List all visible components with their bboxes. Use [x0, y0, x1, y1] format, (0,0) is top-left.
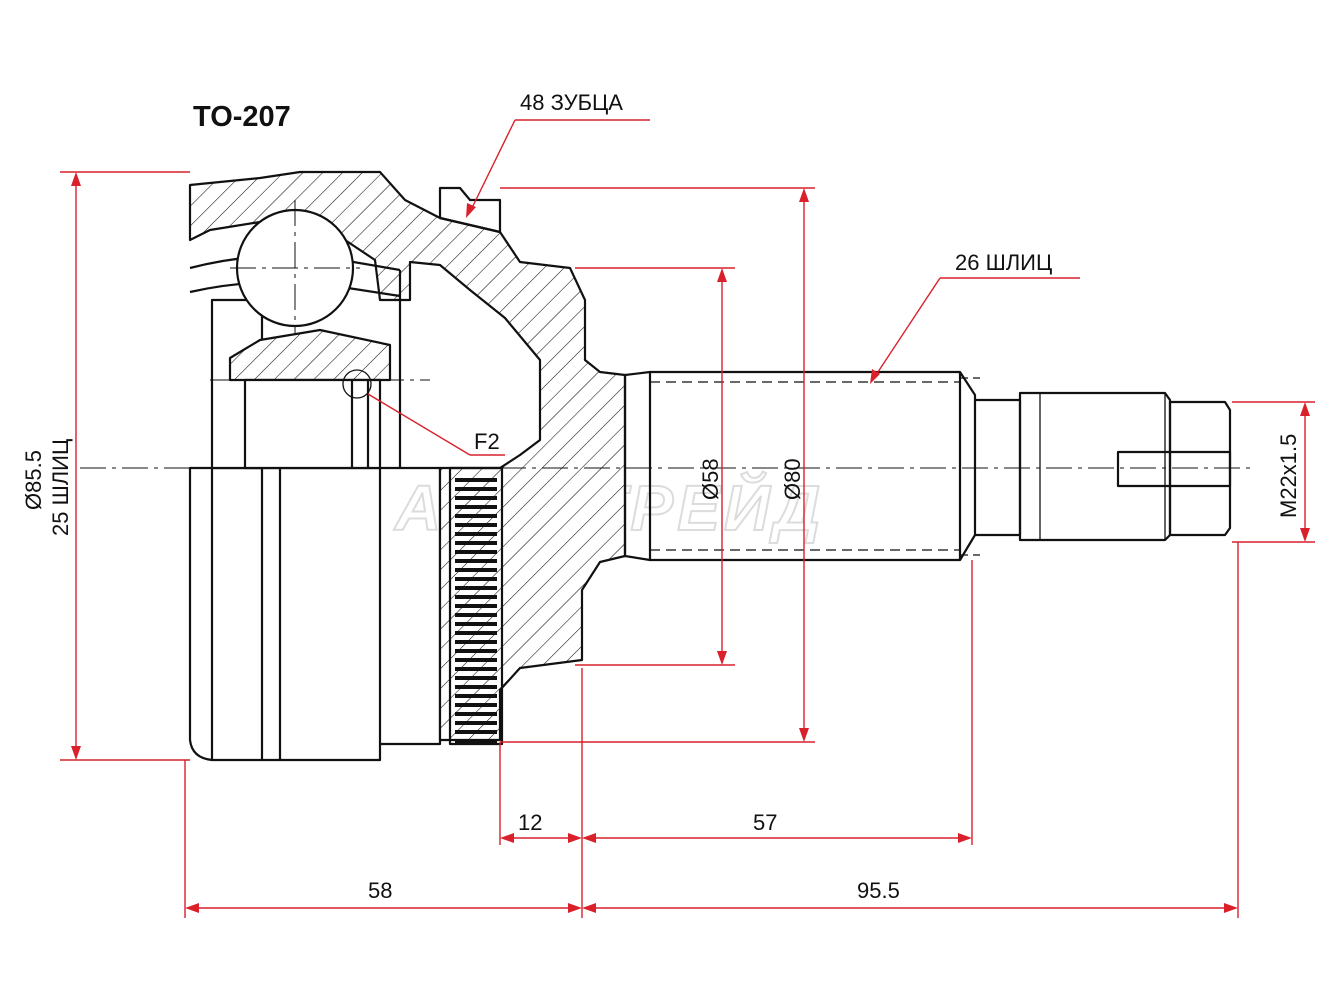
abs-tooth [455, 658, 497, 662]
abs-tooth [455, 487, 497, 491]
abs-tooth [455, 730, 497, 734]
abs-tooth [455, 739, 497, 743]
abs-tooth [455, 541, 497, 545]
abs-tooth [455, 613, 497, 617]
abs-tooth [455, 496, 497, 500]
teeth-callout: 48 ЗУБЦА [520, 90, 623, 115]
abs-tooth [455, 577, 497, 581]
dim-thread: M22x1.5 [1276, 434, 1301, 518]
abs-tooth [455, 640, 497, 644]
abs-tooth [455, 721, 497, 725]
dim-len-57: 57 [753, 810, 777, 835]
abs-tooth [455, 550, 497, 554]
abs-tooth [455, 532, 497, 536]
abs-tooth [455, 586, 497, 590]
abs-tooth [455, 478, 497, 482]
dim-len-12: 12 [518, 810, 542, 835]
dim-58-diameter: Ø58 [698, 458, 723, 500]
abs-tooth [455, 667, 497, 671]
housing [188, 170, 1232, 762]
dim-len-95-5: 95.5 [857, 878, 900, 903]
abs-tooth [455, 703, 497, 707]
abs-tooth [455, 604, 497, 608]
abs-tooth [455, 694, 497, 698]
dim-inner-splines: 25 ШЛИЦ [48, 439, 73, 536]
abs-tooth [455, 559, 497, 563]
abs-tooth [455, 622, 497, 626]
abs-tooth [455, 676, 497, 680]
splines-callout: 26 ШЛИЦ [955, 250, 1052, 275]
abs-tooth [455, 523, 497, 527]
dimension-lines [60, 119, 1315, 918]
part-number: TO-207 [193, 101, 291, 133]
abs-tooth [455, 505, 497, 509]
abs-tooth [455, 631, 497, 635]
dim-len-58: 58 [368, 878, 392, 903]
abs-tooth [455, 595, 497, 599]
dim-80-diameter: Ø80 [780, 458, 805, 500]
abs-tooth [455, 568, 497, 572]
abs-tooth [455, 514, 497, 518]
dim-outer-diameter: Ø85.5 [21, 450, 46, 510]
abs-tooth [455, 649, 497, 653]
abs-tooth [455, 685, 497, 689]
detail-callout: F2 [474, 429, 500, 454]
abs-ring [438, 186, 504, 746]
abs-tooth [455, 712, 497, 716]
